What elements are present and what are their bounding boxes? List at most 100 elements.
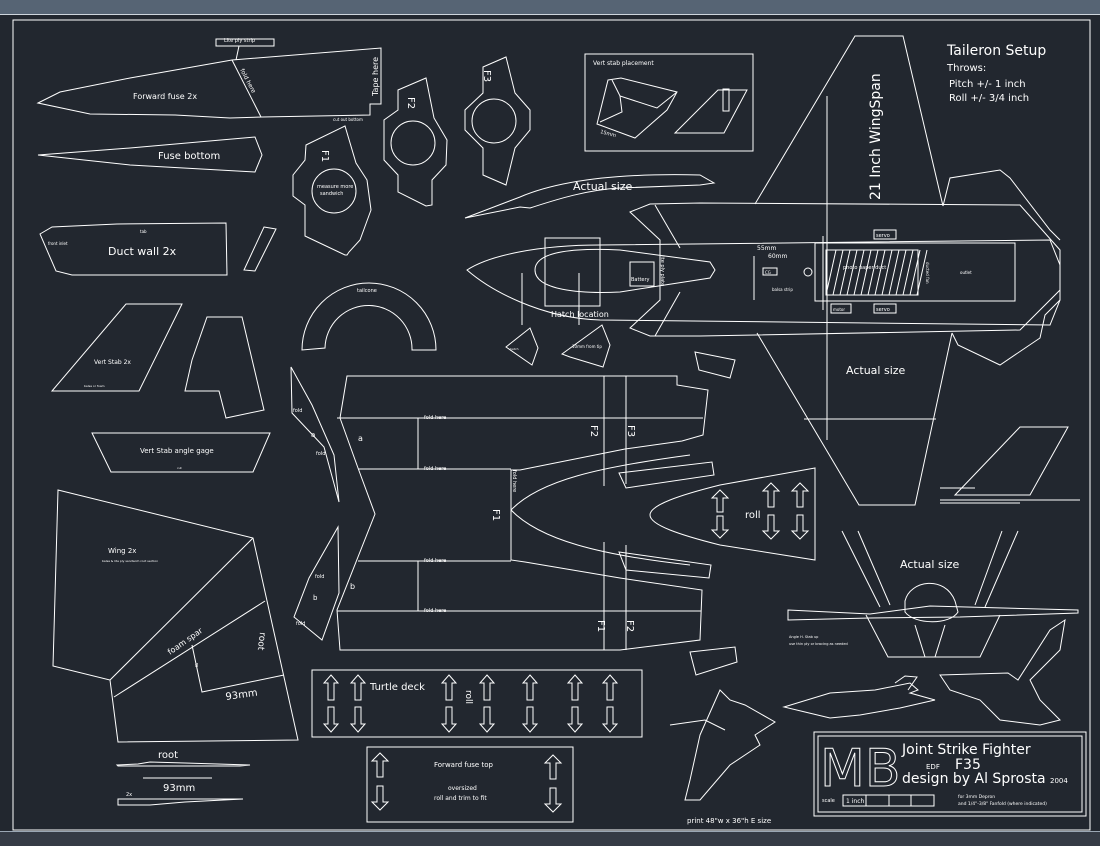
- tab-a-label: a: [311, 431, 315, 439]
- arrow-down-icon: [440, 706, 458, 733]
- part-turtle-deck: Turtle deck roll: [311, 669, 643, 738]
- part-tail-fin: [940, 426, 1080, 504]
- aircraft-sketches: [669, 618, 1066, 801]
- wing-label: Wing 2x: [108, 547, 136, 555]
- part-forward-fuse-top: Forward fuse top oversized roll and trim…: [366, 746, 574, 823]
- wing-93mm-label: 93mm: [225, 688, 258, 703]
- part-vert-stab-gage: Vert Stab angle gage cut: [91, 432, 271, 473]
- window-top-bar: [0, 0, 1100, 15]
- tab-fold-4: fold: [296, 621, 305, 627]
- root-section-2x: 2x: [126, 792, 132, 798]
- part-f1-former: measure more sandwich F1: [292, 125, 372, 256]
- f1-note-1: measure more: [317, 184, 353, 190]
- nose-cone-b-label: 10mm from tip: [572, 344, 602, 349]
- materials-line2: and 1/4"-3/8" Fanfold (where indicated): [958, 801, 1047, 807]
- sheet-border: [12, 19, 1091, 831]
- arrow-up-icon: [566, 674, 584, 701]
- mb-logo: MB: [820, 739, 901, 799]
- hatch-line: [867, 249, 879, 296]
- throws-label: Throws:: [946, 63, 986, 74]
- side-b-label: b: [350, 582, 355, 591]
- front-view-note2: use thin ply or bracing as needed: [789, 642, 848, 646]
- hatch-location-label: Hatch location: [551, 310, 609, 319]
- part-forward-fuse: Forward fuse 2x Lite ply strip fold here…: [36, 38, 382, 122]
- scale-value: 1 inch: [846, 798, 864, 805]
- hatch-line: [916, 249, 928, 296]
- side-profile-top: Actual size: [464, 174, 716, 219]
- arrow-down-icon: [322, 706, 340, 733]
- forward-fuse-label: Forward fuse 2x: [133, 92, 197, 101]
- hatch-line: [853, 249, 865, 296]
- motor-label: motor: [833, 307, 845, 312]
- part-nose-tongue: roll: [649, 467, 816, 561]
- print-size-note: print 48"w x 36"h E size: [687, 817, 771, 825]
- tab-fold-2: fold: [316, 451, 325, 457]
- wing-fl-label: fl: [195, 663, 198, 669]
- arrow-down-icon: [521, 706, 539, 733]
- dim-55mm: 55mm: [757, 245, 776, 252]
- part-fuse-side-tabs: fold a fold fold b fold: [290, 366, 340, 641]
- duct-wall-note: front inlet: [48, 241, 68, 246]
- photo-paper-duct-label: photo paper duct: [843, 265, 886, 271]
- hatch-line: [846, 249, 858, 296]
- arrow-down-icon: [349, 706, 367, 733]
- arrow-up-icon: [322, 674, 340, 701]
- part-nose-cones: hatch 10mm from tip: [505, 324, 738, 676]
- tab-fold-1: fold: [293, 408, 302, 414]
- part-f3-former: F3: [464, 56, 531, 186]
- forward-fuse-top-label: Forward fuse top: [434, 761, 493, 769]
- title-edf: EDF: [926, 763, 940, 771]
- title-line1: Joint Strike Fighter: [901, 742, 1031, 758]
- hatch-line: [888, 249, 900, 296]
- part-f2-former: F2: [383, 77, 448, 207]
- fold-here-3: fold here: [424, 558, 446, 564]
- lite-ply-strip-label: Lite ply strip: [224, 38, 255, 44]
- part-wing: Wing 2x balsa & lite ply sandwich root s…: [52, 489, 299, 743]
- duct-wall-tab: tab: [140, 229, 147, 234]
- hatch-line: [825, 249, 837, 296]
- tailcone-label: tailcone: [357, 288, 377, 294]
- root-section-dim: 93mm: [163, 783, 195, 794]
- title-designer: design by Al Sprosta: [902, 771, 1046, 787]
- side-f2-bottom: F2: [624, 620, 635, 632]
- fuse-bottom-label: Fuse bottom: [158, 151, 220, 162]
- arrow-up-icon: [349, 674, 367, 701]
- front-view-label: Actual size: [900, 558, 960, 571]
- part-vert-stab: Vert Stab 2x balsa or foam: [50, 303, 183, 392]
- taileron-title: Taileron Setup: [946, 43, 1046, 59]
- side-f1-label: F1: [490, 509, 501, 521]
- arrow-down-icon: [601, 706, 619, 733]
- hatch-line: [832, 249, 844, 296]
- actual-size-top-label: Actual size: [573, 180, 633, 193]
- outlet-label: outlet: [960, 270, 972, 275]
- hatch-line: [860, 249, 872, 296]
- part-vert-stab-placement: Vert stab placement 15mm: [584, 53, 754, 152]
- title-model: F35: [955, 757, 981, 773]
- lite-ply-plate-label: lite ply plate: [659, 255, 665, 286]
- arrow-down-icon: [566, 706, 584, 733]
- turtle-deck-label: Turtle deck: [369, 682, 425, 693]
- hatch-line: [881, 249, 893, 296]
- vert-stab-placement-dim: 15mm: [599, 129, 616, 139]
- plan-view: Battery lite ply plate Hatch location ph…: [466, 35, 1061, 506]
- part-duct-wall: Duct wall 2x front inlet tab: [39, 222, 228, 276]
- arrow-up-icon: [601, 674, 619, 701]
- wing-note: balsa & lite ply sandwich root section: [102, 559, 158, 563]
- ducted-fan-label: ducted fan: [925, 262, 930, 284]
- forward-fuse-top-note1: oversized: [448, 785, 477, 792]
- fold-here-4: fold here: [424, 608, 446, 614]
- taileron-setup: Taileron Setup Throws: Pitch +/- 1 inch …: [946, 43, 1046, 104]
- duct-wall-label: Duct wall 2x: [108, 245, 177, 258]
- side-a-label: a: [358, 434, 363, 443]
- tongue-roll-arrows: [710, 482, 810, 540]
- wingspan-label: 21 Inch WingSpan: [868, 73, 884, 200]
- part-duct-strip: [243, 226, 277, 272]
- f1-label: F1: [319, 150, 330, 162]
- hatch-line: [909, 249, 921, 296]
- fold-here-2: fold here: [424, 466, 446, 472]
- hatch-line: [895, 249, 907, 296]
- part-main-fuse-side: fold here fold here fold here fold here …: [336, 375, 715, 651]
- front-view-note1: Angle H. Stab up: [789, 635, 819, 639]
- turtle-deck-roll-label: roll: [463, 690, 473, 704]
